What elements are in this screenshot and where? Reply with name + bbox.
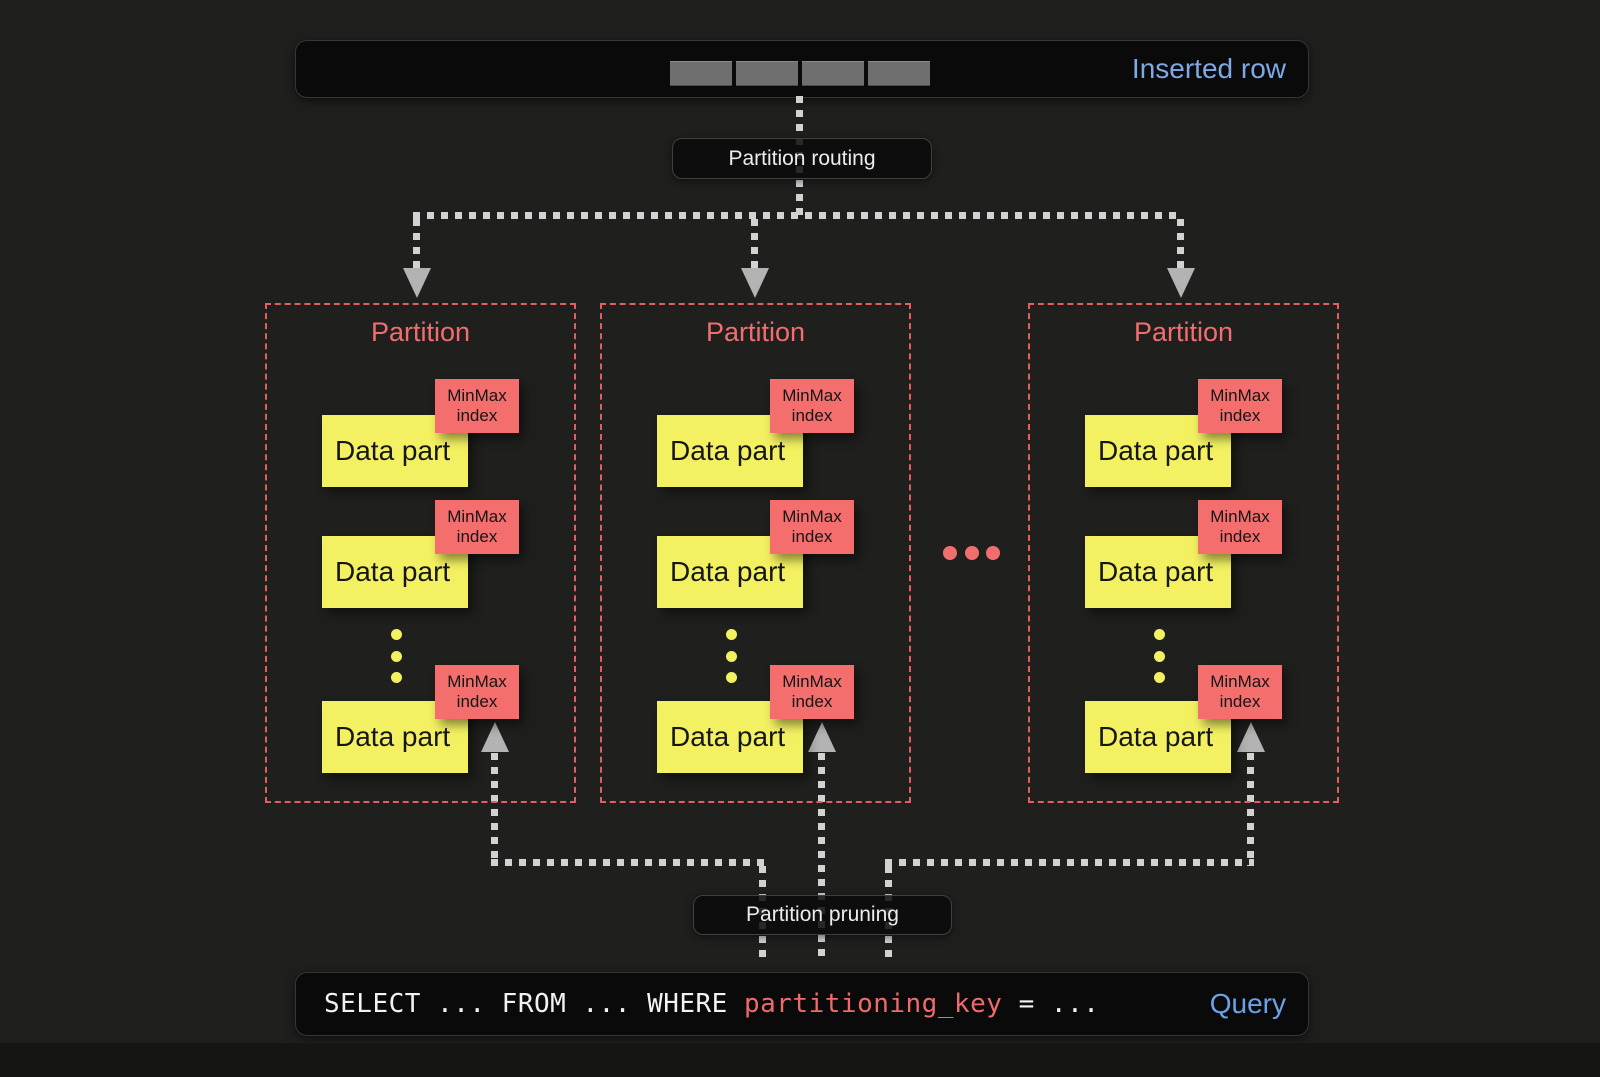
minmax-index-tag: MinMax index bbox=[435, 379, 519, 433]
routing-drop-right bbox=[1177, 219, 1184, 269]
arrow-down-icon bbox=[1167, 268, 1195, 298]
arrow-down-icon bbox=[403, 268, 431, 298]
sql-after: = ... bbox=[1002, 989, 1100, 1019]
minmax-index-tag: MinMax index bbox=[770, 379, 854, 433]
pruning-line-p2-vertical bbox=[818, 753, 825, 958]
arrow-down-icon bbox=[741, 268, 769, 298]
routing-drop-left bbox=[413, 219, 420, 269]
arrow-up-icon bbox=[481, 722, 509, 752]
partition-routing-label: Partition routing bbox=[672, 138, 932, 179]
ellipsis-dot-icon bbox=[726, 672, 737, 683]
arrow-up-icon bbox=[1237, 722, 1265, 752]
row-cell bbox=[868, 61, 930, 86]
minmax-index-tag: MinMax index bbox=[1198, 500, 1282, 554]
ellipsis-dot-icon bbox=[726, 629, 737, 640]
ellipsis-dot-icon bbox=[1154, 672, 1165, 683]
data-part-box: Data part bbox=[1085, 415, 1231, 487]
partitions-ellipsis-dot-icon bbox=[986, 546, 1000, 560]
partition-title: Partition bbox=[705, 317, 806, 347]
sql-partitioning-key: partitioning_key bbox=[744, 989, 1003, 1019]
pruning-line-p3-vertical bbox=[1247, 753, 1254, 866]
partition-box-1: Partition MinMax index Data part MinMax … bbox=[265, 303, 576, 803]
minmax-index-tag: MinMax index bbox=[1198, 379, 1282, 433]
row-cell bbox=[736, 61, 798, 86]
routing-drop-center bbox=[751, 219, 758, 269]
pruning-line-left-horizontal bbox=[491, 859, 766, 866]
inserted-row-label: Inserted row bbox=[1131, 53, 1286, 84]
ellipsis-dot-icon bbox=[391, 651, 402, 662]
partition-pruning-label: Partition pruning bbox=[693, 895, 952, 935]
pruning-line-right-horizontal bbox=[885, 859, 1254, 866]
row-cell bbox=[670, 61, 732, 86]
ellipsis-dot-icon bbox=[1154, 651, 1165, 662]
inserted-row-bar: Inserted row bbox=[295, 40, 1309, 98]
partition-box-2: Partition MinMax index Data part MinMax … bbox=[600, 303, 911, 803]
partitions-ellipsis-dot-icon bbox=[943, 546, 957, 560]
sql-before: SELECT ... FROM ... WHERE bbox=[324, 989, 744, 1019]
pruning-line-p1-vertical bbox=[491, 753, 498, 866]
routing-line-horizontal bbox=[413, 212, 1181, 219]
data-part-box: Data part bbox=[322, 701, 468, 773]
sql-query-text: SELECT ... FROM ... WHERE partitioning_k… bbox=[324, 973, 1099, 1035]
partition-title: Partition bbox=[1133, 317, 1234, 347]
minmax-index-tag: MinMax index bbox=[1198, 665, 1282, 719]
minmax-index-tag: MinMax index bbox=[770, 500, 854, 554]
partition-box-3: Partition MinMax index Data part MinMax … bbox=[1028, 303, 1339, 803]
ellipsis-dot-icon bbox=[391, 672, 402, 683]
ellipsis-dot-icon bbox=[726, 651, 737, 662]
arrow-up-icon bbox=[808, 722, 836, 752]
minmax-index-tag: MinMax index bbox=[770, 665, 854, 719]
minmax-index-tag: MinMax index bbox=[435, 500, 519, 554]
ellipsis-dot-icon bbox=[391, 629, 402, 640]
row-cell bbox=[802, 61, 864, 86]
query-label: Query bbox=[1209, 988, 1286, 1019]
query-bar: SELECT ... FROM ... WHERE partitioning_k… bbox=[295, 972, 1309, 1036]
partitions-ellipsis-dot-icon bbox=[965, 546, 979, 560]
ellipsis-dot-icon bbox=[1154, 629, 1165, 640]
bottom-edge-strip bbox=[0, 1043, 1600, 1077]
inserted-row-cells-icon bbox=[670, 61, 930, 86]
minmax-index-tag: MinMax index bbox=[435, 665, 519, 719]
partition-title: Partition bbox=[370, 317, 471, 347]
